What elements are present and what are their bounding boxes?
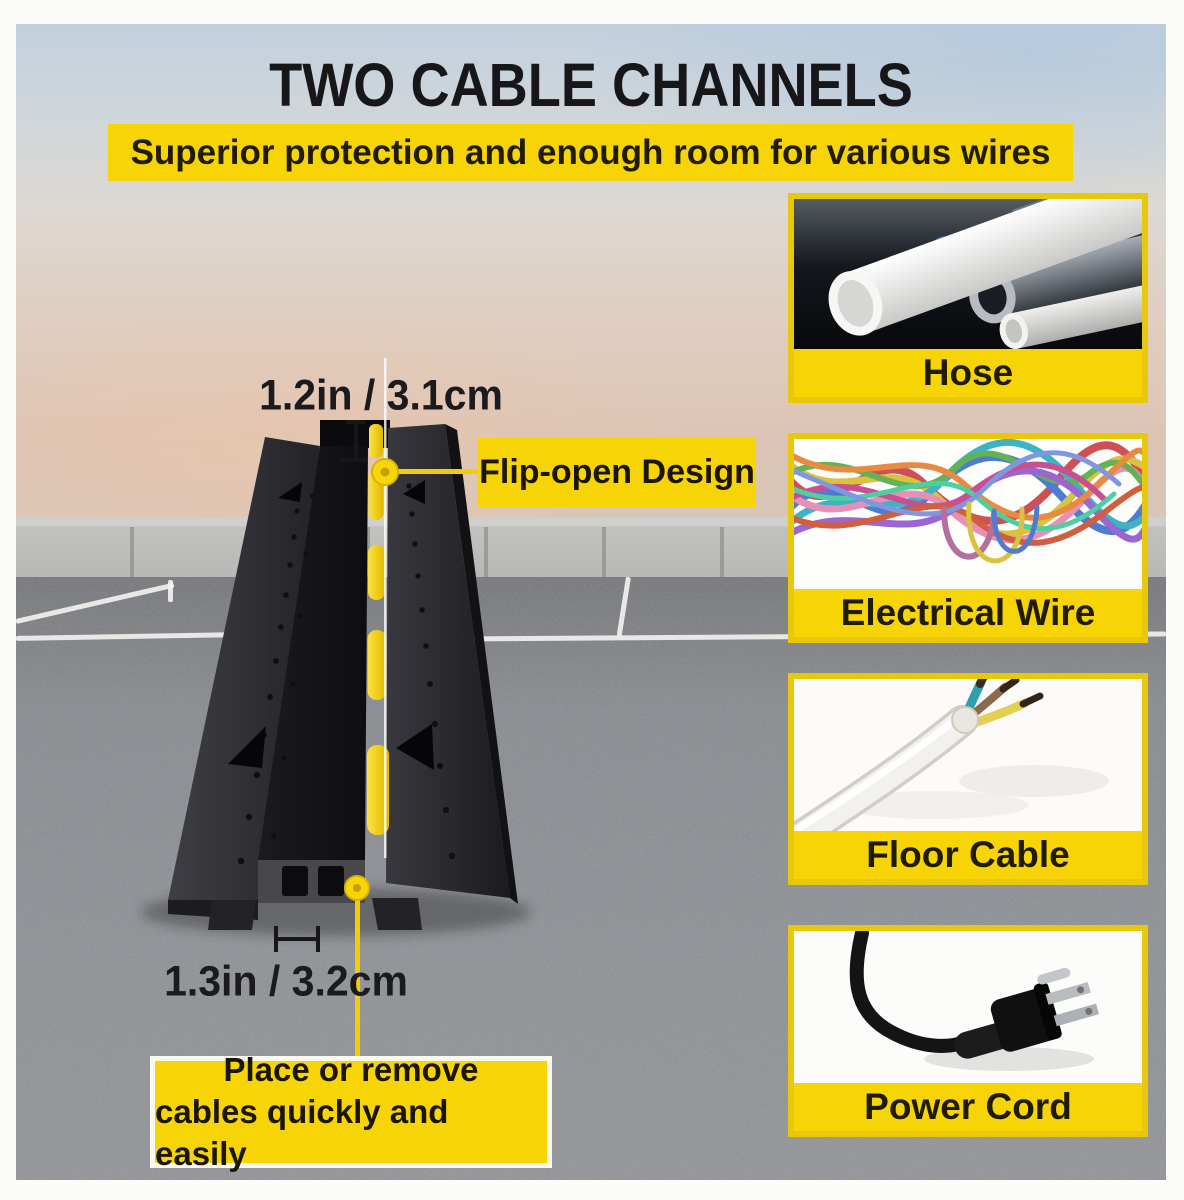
subtitle-text: Superior protection and enough room for … <box>130 132 1051 172</box>
note-callout: Place or remove cables quickly and easil… <box>150 1051 552 1172</box>
flip-open-text: Flip-open Design <box>479 453 755 491</box>
electrical-wire-label-text: Electrical Wire <box>840 592 1096 633</box>
electrical-wire-illustration <box>794 439 1142 589</box>
page-title: TWO CABLE CHANNELS <box>269 51 913 121</box>
flip-open-callout: Flip-open Design <box>478 438 756 507</box>
floor-cable-illustration <box>794 679 1142 831</box>
parking-line-left-divider <box>168 580 173 602</box>
subtitle-banner: Superior protection and enough room for … <box>108 124 1073 181</box>
power-cord-label-text: Power Cord <box>864 1086 1072 1127</box>
note-line-1: Place or remove <box>223 1050 479 1088</box>
bottom-measurement-label: 1.3in / 3.2cm <box>164 956 408 1006</box>
card-power-cord: Power Cord <box>788 925 1148 1137</box>
power-cord-illustration <box>794 931 1142 1083</box>
card-label-hose: Hose <box>794 349 1142 397</box>
card-label-power-cord: Power Cord <box>794 1083 1142 1131</box>
top-measurement-label: 1.2in / 3.1cm <box>259 370 503 420</box>
floor-cable-label-text: Floor Cable <box>866 834 1070 875</box>
hose-illustration <box>794 199 1142 349</box>
card-label-electrical-wire: Electrical Wire <box>794 589 1142 637</box>
card-label-floor-cable: Floor Cable <box>794 831 1142 879</box>
card-hose: Hose <box>788 193 1148 403</box>
card-electrical-wire: Electrical Wire <box>788 433 1148 643</box>
card-floor-cable: Floor Cable <box>788 673 1148 885</box>
note-line-2: cables quickly and easily <box>155 1092 449 1173</box>
hose-label-text: Hose <box>922 352 1014 393</box>
product-photo: TWO CABLE CHANNELS Superior protection a… <box>16 24 1166 1180</box>
